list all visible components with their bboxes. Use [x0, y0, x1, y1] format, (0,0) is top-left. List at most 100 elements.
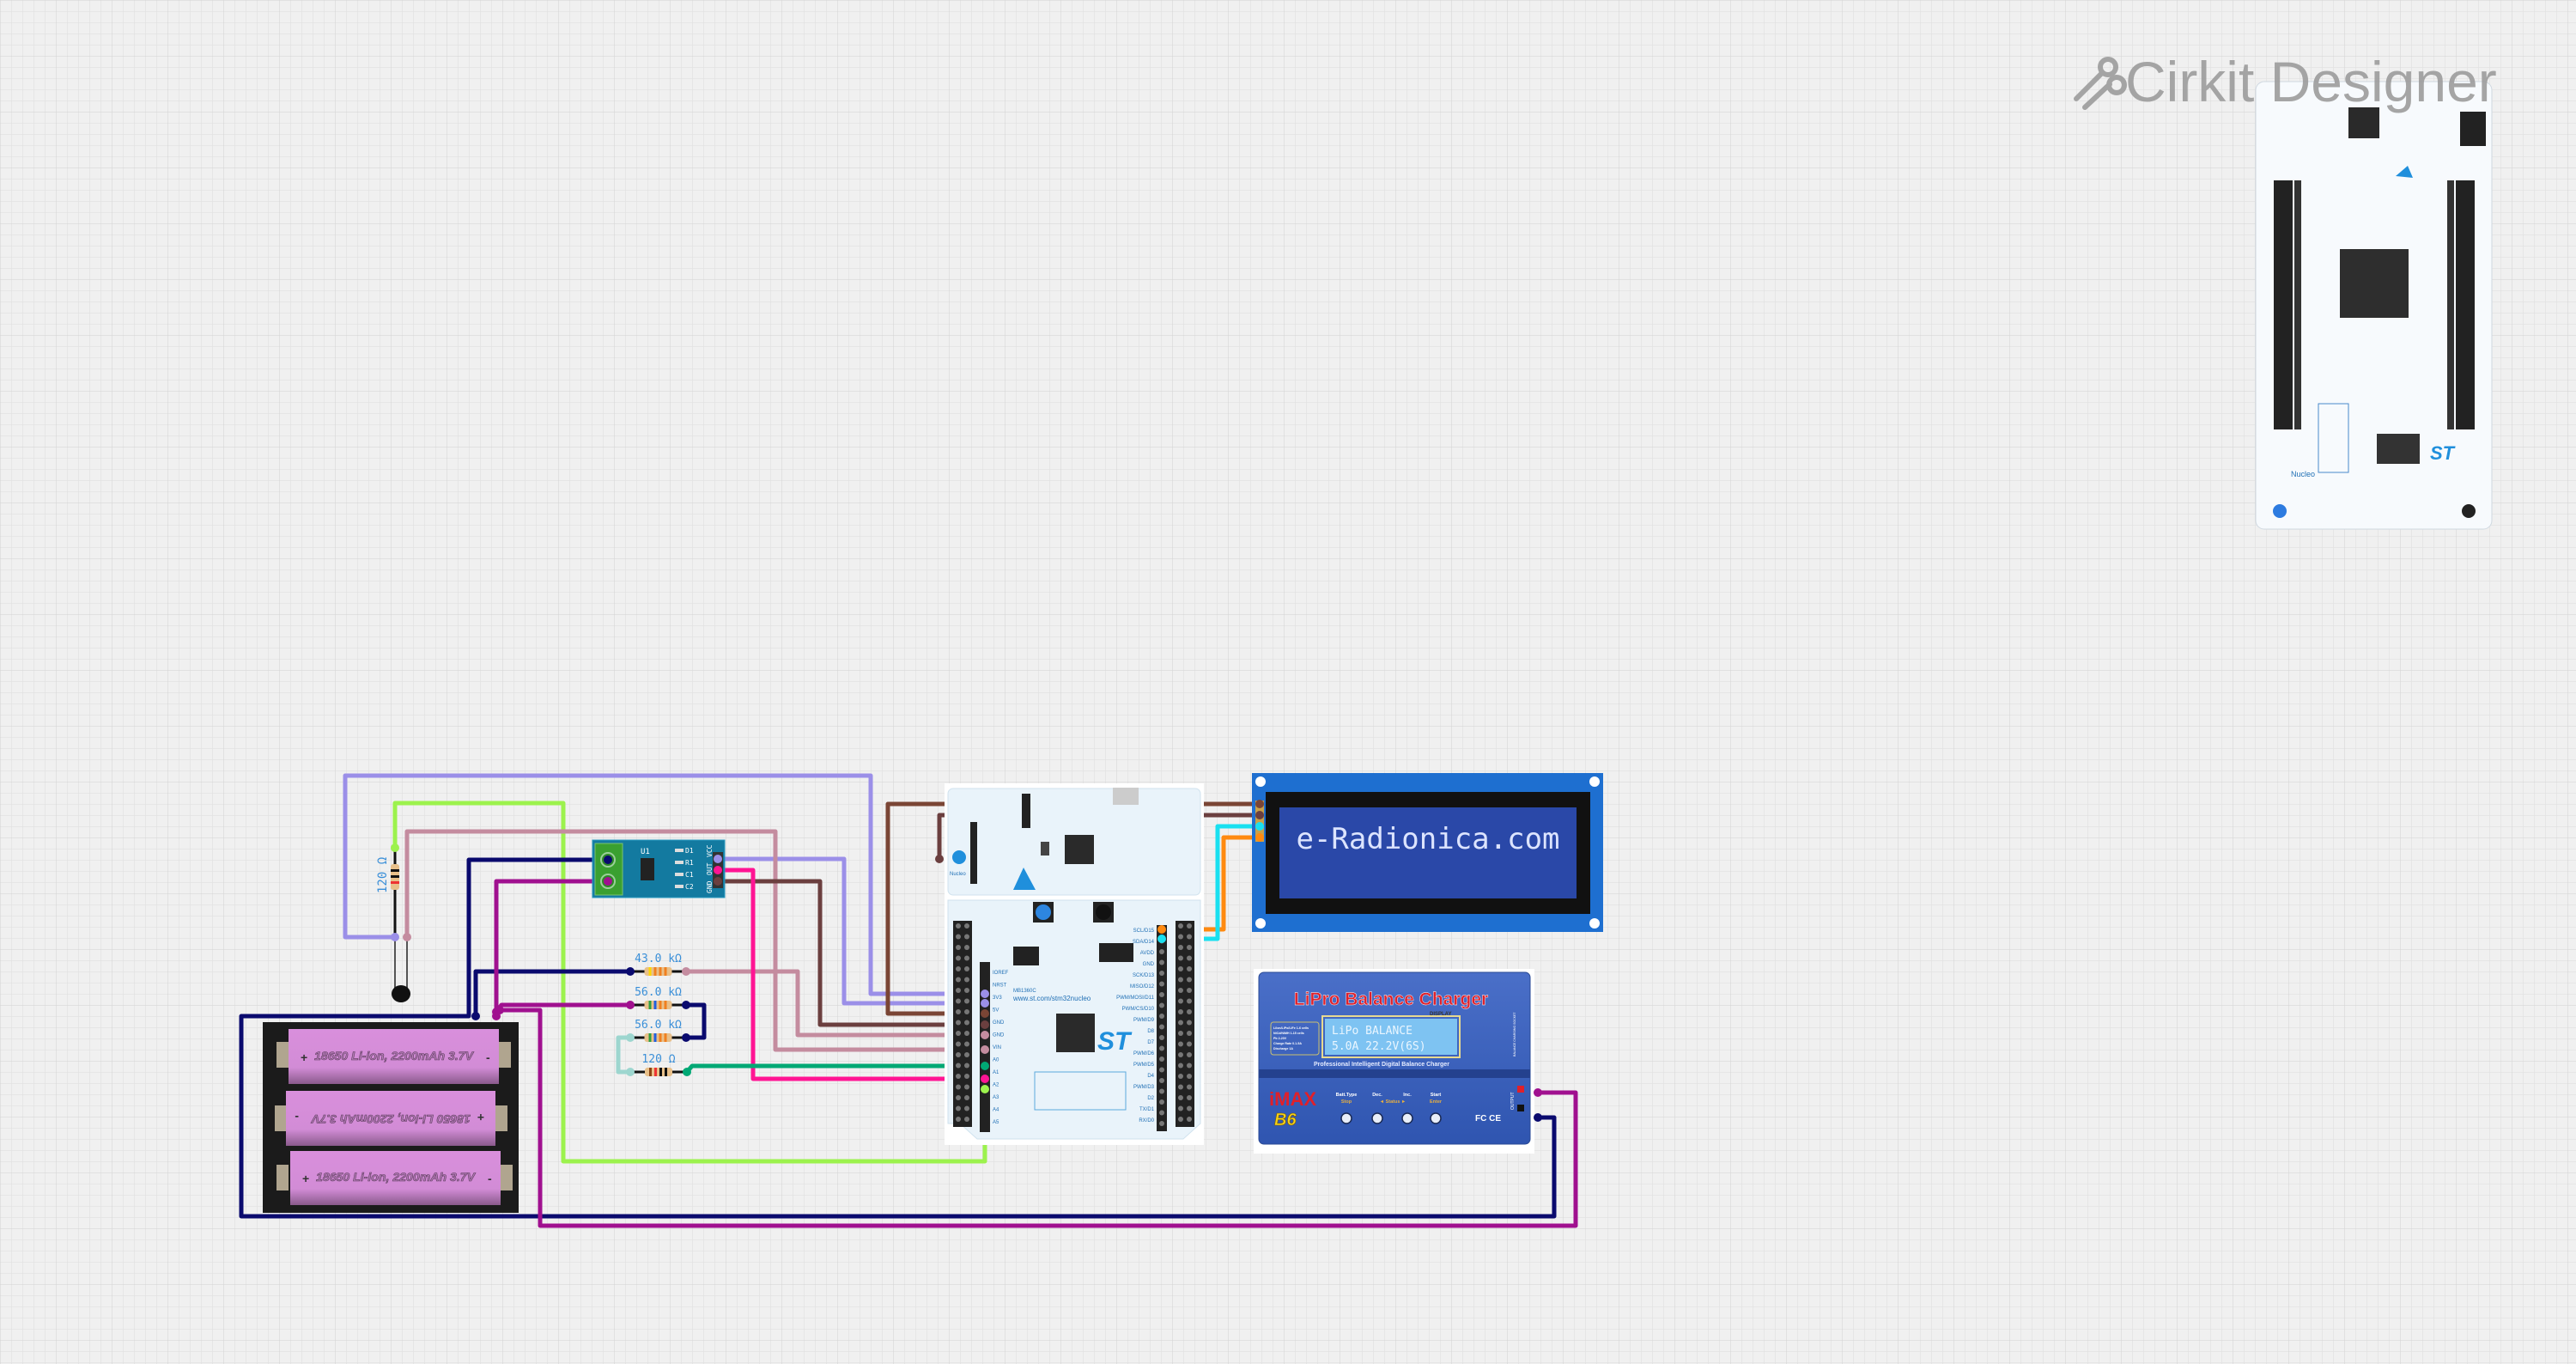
header-pin [1159, 1110, 1164, 1116]
wire-endpoint[interactable] [626, 967, 635, 976]
battery-cell-3: + 18650 Li-ion, 2200mAh 3.7V - [276, 1151, 513, 1205]
lcd-16x2[interactable]: e-Radionica.com [1252, 773, 1603, 932]
wire-endpoint[interactable] [604, 877, 612, 886]
output-minus-terminal[interactable] [1517, 1105, 1524, 1111]
header-pin [956, 988, 961, 993]
nucleo-brand-label: Nucleo [2291, 470, 2315, 478]
battery-cell-2: + 18650 Li-ion, 2200mAh 3.7V - [275, 1091, 507, 1146]
resistor[interactable]: 43.0 kΩ [630, 953, 686, 976]
wire-mauve-resistor[interactable] [683, 969, 987, 1038]
wire-navy-resistor[interactable] [473, 969, 633, 1019]
wire-endpoint[interactable] [471, 1012, 480, 1020]
chip-label: U1 [641, 848, 650, 856]
wire-endpoint[interactable] [714, 866, 722, 874]
battery-pack[interactable]: + 18650 Li-ion, 2200mAh 3.7V - + 18650 L… [263, 1022, 519, 1213]
wire-endpoint[interactable] [935, 855, 944, 863]
wire-endpoint[interactable] [626, 1068, 635, 1076]
resistor-label: 43.0 kΩ [635, 953, 682, 965]
output-plus-terminal[interactable] [1517, 1086, 1524, 1093]
wire-endpoint[interactable] [981, 1062, 989, 1070]
resistor[interactable]: 56.0 kΩ [630, 1019, 686, 1042]
wire-navy-divider[interactable] [683, 1002, 707, 1040]
wire-endpoint[interactable] [391, 843, 399, 852]
wire-endpoint[interactable] [981, 1031, 989, 1039]
header-cn7[interactable] [953, 921, 972, 1127]
header-pin [1187, 1020, 1192, 1026]
charger-spec-line: Discharge 1A [1273, 1047, 1293, 1050]
dec-knob[interactable] [1371, 1112, 1383, 1124]
user-button[interactable] [1036, 904, 1051, 920]
header-pin [956, 923, 961, 929]
cirkit-designer-logo: Cirkit Designer [2074, 50, 2497, 113]
lcd-pin-header[interactable] [1255, 801, 1264, 842]
wire-endpoint[interactable] [981, 990, 989, 998]
batt-type-knob[interactable] [1340, 1112, 1352, 1124]
header-pin [1159, 1121, 1164, 1126]
header-pin [1187, 966, 1192, 971]
wire-purple-charger[interactable] [497, 1008, 1578, 1228]
wire-endpoint[interactable] [1255, 833, 1264, 842]
wire-endpoint[interactable] [981, 1085, 989, 1093]
inc-knob[interactable] [1401, 1112, 1413, 1124]
wire-lightteal-divider[interactable] [616, 1035, 633, 1075]
st-logo: ST [2430, 442, 2456, 464]
wire-endpoint[interactable] [1157, 935, 1166, 943]
header-pin [1159, 949, 1164, 954]
wire-endpoint[interactable] [714, 855, 722, 863]
wire-endpoint[interactable] [1534, 1113, 1542, 1122]
part-label-c2: C2 [685, 883, 694, 891]
header-pin [1178, 1009, 1183, 1014]
resistor[interactable]: 120 Ω [630, 1053, 687, 1076]
wire-lavender-sensor-vcc[interactable] [715, 856, 987, 1006]
wire-purple-sensor[interactable] [494, 879, 611, 1019]
wire-endpoint[interactable] [626, 1001, 635, 1009]
wire-endpoint[interactable] [683, 1068, 691, 1076]
wire-endpoint[interactable] [1255, 811, 1264, 819]
header-pin [956, 934, 961, 940]
wire-endpoint[interactable] [626, 1033, 635, 1042]
wire-endpoint[interactable] [604, 856, 612, 864]
wire-endpoint[interactable] [682, 1033, 690, 1042]
header-pin [1159, 981, 1164, 987]
wire-endpoint[interactable] [682, 1001, 690, 1009]
nucleo-right-pin-label: AVDD [1140, 951, 1155, 956]
output-label: OUTPUT [1510, 1092, 1516, 1110]
current-sensor-module[interactable]: U1 D1 R1 C1 C2 VCC OUT GND [592, 839, 726, 898]
thermistor[interactable]: 120 Ω [376, 848, 410, 1002]
wire-endpoint[interactable] [1255, 822, 1264, 831]
wire-endpoint[interactable] [1157, 925, 1166, 934]
charger-spec-line: Charge Rate 0.1-5A [1273, 1042, 1302, 1045]
wire-hotpink-sensor-out[interactable] [715, 868, 987, 1081]
wire-endpoint[interactable] [1534, 1088, 1542, 1097]
cell-label: 18650 Li-ion, 2200mAh 3.7V [314, 1049, 475, 1063]
wire-endpoint[interactable] [981, 1075, 989, 1083]
wire-endpoint[interactable] [682, 967, 690, 976]
wire-lime-thermistor[interactable] [392, 801, 987, 1164]
wire-endpoint[interactable] [391, 933, 399, 941]
user-button[interactable] [2273, 504, 2287, 518]
header-pin [964, 1031, 969, 1036]
reset-button[interactable] [1096, 904, 1111, 920]
wire-mauve-thermistor[interactable] [404, 829, 987, 1052]
reset-button[interactable] [2462, 504, 2476, 518]
wire-navy-sensor[interactable] [239, 857, 1557, 1219]
button-sub-stop: Stop [1341, 1099, 1352, 1105]
button-label-batt-type: Batt.Type [1336, 1093, 1358, 1098]
wire-endpoint[interactable] [495, 1006, 504, 1014]
imax-b6-charger[interactable]: LiPro Balance Charger DISPLAY LiPo BALAN… [1254, 969, 1534, 1154]
wire-endpoint[interactable] [403, 933, 411, 941]
wire-endpoint[interactable] [981, 1009, 989, 1018]
socket-label: BALANCE CHARGING SOCKET [1513, 1012, 1516, 1056]
wire-endpoint[interactable] [981, 1020, 989, 1029]
nucleo-right-pin-label: PWM/D5 [1133, 1063, 1155, 1068]
wire-endpoint[interactable] [981, 1045, 989, 1054]
wire-endpoint[interactable] [981, 999, 989, 1008]
start-knob[interactable] [1430, 1112, 1442, 1124]
resistor[interactable]: 56.0 kΩ [630, 986, 686, 1009]
wire-brown-sensor-gnd[interactable] [715, 879, 987, 1027]
nucleo-large-board[interactable]: Nucleo ST [2255, 81, 2493, 530]
header-cn10[interactable] [1176, 921, 1194, 1127]
wire-endpoint[interactable] [714, 877, 722, 886]
wire-endpoint[interactable] [1255, 800, 1264, 808]
